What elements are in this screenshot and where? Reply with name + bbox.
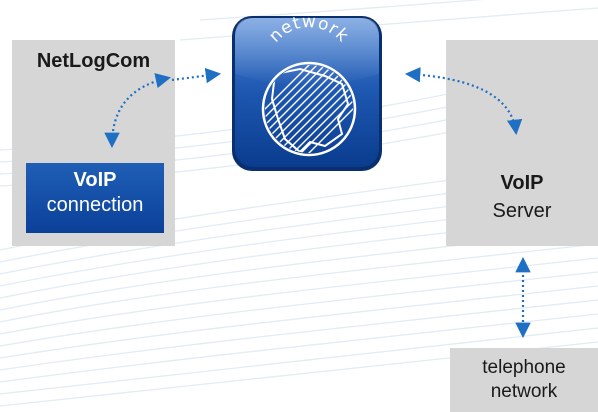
telephone-network-box: telephone network (450, 348, 598, 412)
netlogcom-title: NetLogCom (36, 50, 151, 72)
voip-server-panel: VoIP Server (446, 40, 598, 246)
telephone-network-line2: network (490, 381, 558, 402)
voip-server-subtitle: Server (492, 200, 552, 222)
network-globe-icon: network (232, 14, 382, 171)
voip-server-title: VoIP (500, 172, 544, 194)
voip-connection-title: VoIP (73, 169, 117, 191)
voip-connection-box: VoIP connection (26, 163, 164, 233)
telephone-network-line1: telephone (482, 357, 566, 378)
voip-connection-subtitle: connection (46, 194, 144, 216)
